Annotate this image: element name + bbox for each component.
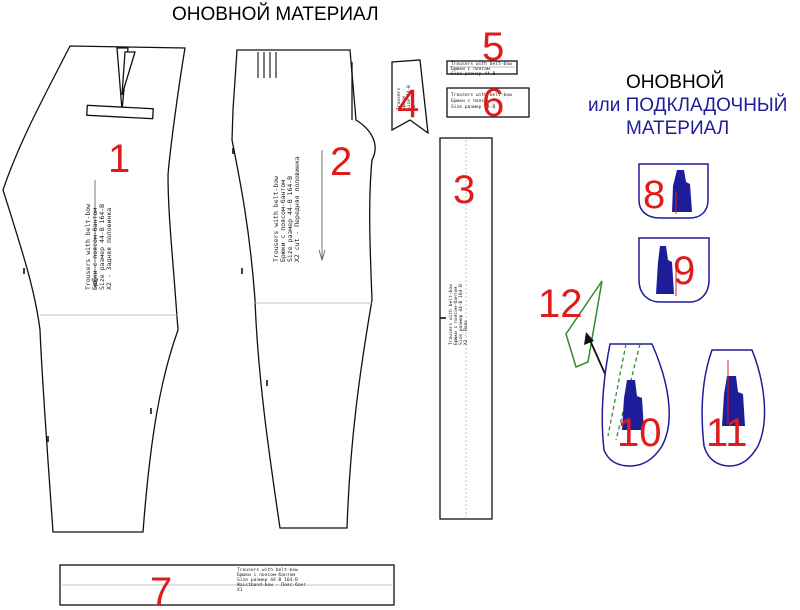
- piece-2-front-half: Trousers with belt-bow Брюки с поясом-ба…: [231, 49, 376, 529]
- piece-6-strip: Trousers with belt-bow Брюки с поясом Si…: [446, 81, 530, 125]
- piece-3-waistband: Trousers with belt-bow Брюки с поясом-ба…: [439, 137, 493, 520]
- piece-5-strip: Trousers with belt-bow Брюки с поясом Si…: [446, 25, 518, 77]
- piece-11-number: 11: [706, 411, 748, 455]
- piece-3-label-line2: Брюки с поясом-бантом: [452, 287, 459, 345]
- piece-10-blue-fill: [622, 380, 644, 430]
- piece-2-label-line3: Size размер 44-В 164-В: [286, 176, 294, 262]
- alt-fabric-heading-line3: МАТЕРИАЛ: [626, 118, 730, 139]
- piece-7-label-line4: Waistband-bow - Пояс-бант: [237, 581, 306, 588]
- piece-6-number: 6: [482, 81, 504, 125]
- piece-6-label-line2: Брюки с поясом: [451, 98, 490, 104]
- piece-3-label-line3: Size размер 44-В 164-В: [458, 284, 464, 345]
- alt-fabric-heading-line1: ОНОВНОЙ: [626, 72, 725, 93]
- piece-4-label-line2: Брюки: [401, 96, 407, 110]
- piece-5-number: 5: [482, 25, 504, 69]
- piece-1-label-line3: Size размер 44-В 164-В: [98, 204, 106, 290]
- piece-2-label-line1: Trousers with belt-bow: [272, 176, 280, 262]
- piece-2-label-line2: Брюки с поясом-бантом: [279, 180, 287, 262]
- piece-1-label-line4: X2 - Задняя половинка: [105, 208, 113, 290]
- piece-8-pocket: 8: [638, 163, 709, 219]
- piece-4-label-line4: X2: [411, 104, 417, 110]
- piece-1-label-line2: Брюки с поясом-бантом: [91, 208, 99, 290]
- piece-6-label-line3: Size размер 44-В: [451, 104, 495, 110]
- piece-6-label-line1: Trousers with belt-bow: [451, 92, 512, 98]
- piece-5-label-line2: Брюки с поясом: [451, 66, 490, 72]
- alt-fabric-heading-line2: или ПОДКЛАДОЧНЫЙ: [588, 95, 788, 116]
- piece-7-waistband-bow: Trousers with belt-bow Брюки с поясом-ба…: [59, 564, 395, 610]
- piece-7-label-line1: Trousers with belt-bow: [237, 567, 298, 573]
- piece-12-interlining: 12: [538, 280, 607, 377]
- piece-10-number: 10: [617, 411, 662, 455]
- piece-10-pocket-bag: 10: [601, 343, 670, 467]
- piece-3-label-line4: X2 - Пояс: [463, 320, 469, 345]
- piece-9-blue-fill: [656, 246, 674, 294]
- piece-5-label-line1: Trousers with belt-bow: [451, 61, 512, 67]
- piece-4-label-line1: Trousers: [396, 88, 402, 110]
- piece-1-back-half: Trousers with belt-bow Брюки с поясом-ба…: [2, 45, 186, 533]
- piece-7-label-line2: Брюки с поясом-бантом: [237, 571, 295, 578]
- piece-4-label-line3: Size 44-В: [406, 85, 412, 110]
- piece-3-label-line1: Trousers with belt-bow: [448, 284, 454, 345]
- piece-4-number: 4: [397, 82, 419, 126]
- piece-7-label-line5: X1: [237, 587, 243, 593]
- piece-8-blue-fill: [672, 170, 692, 212]
- piece-11-pocket-bag: 11: [701, 349, 766, 467]
- piece-2-number: 2: [330, 140, 352, 184]
- piece-9-pocket: 9: [638, 237, 710, 303]
- piece-1-number: 1: [108, 137, 130, 181]
- pointer-arrowhead: [584, 332, 594, 345]
- piece-9-number: 9: [673, 249, 695, 293]
- piece-2-label-line4: X2 cut - Передняя половинка: [293, 156, 301, 262]
- piece-7-number: 7: [150, 570, 172, 610]
- piece-8-number: 8: [643, 173, 665, 217]
- piece-3-number: 3: [453, 168, 475, 212]
- piece-4-pocket-facing: Trousers Брюки Size 44-В X2 4: [391, 59, 429, 135]
- piece-1-label-line1: Trousers with belt-bow: [84, 204, 92, 290]
- piece-7-label-line3: Size размер 44-В 164-В: [237, 577, 298, 583]
- main-fabric-heading: ОНОВНОЙ МАТЕРИАЛ: [172, 4, 379, 25]
- piece-12-number: 12: [538, 282, 583, 326]
- piece-5-label-line3: Size размер 44-В: [451, 71, 495, 77]
